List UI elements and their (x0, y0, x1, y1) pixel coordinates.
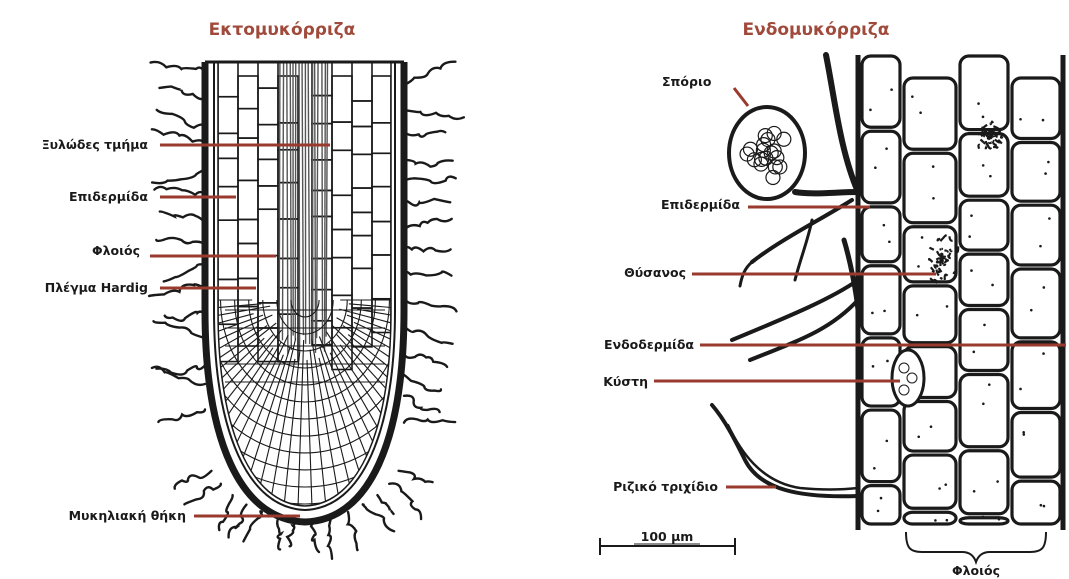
cortex-bracket: Φλοιός (906, 532, 1046, 578)
cortex-cell-grid (862, 56, 1060, 524)
label-spore: Σπόριο (662, 74, 712, 89)
label-epidermis-ecto: Επιδερμίδα (69, 189, 148, 204)
label-epidermis-endo: Επιδερμίδα (661, 197, 740, 212)
scale-bar: 100 μm (600, 529, 735, 555)
leader-spore (734, 88, 748, 106)
label-hartig-net: Πλέγμα Hardig (45, 280, 148, 295)
label-arbuscule: Θύσανος (624, 265, 686, 280)
label-xylem: Ξυλώδες τμήμα (42, 137, 149, 152)
label-vesicle: Κύστη (603, 374, 648, 389)
endomycorrhiza-illustration (712, 55, 1063, 530)
vesicle (892, 350, 924, 406)
ectomycorrhiza-title: Εκτομυκόρριζα (209, 20, 356, 40)
label-mycelial-sheath: Μυκηλιακή θήκη (69, 508, 186, 523)
scale-bar-label: 100 μm (641, 529, 694, 544)
ectomycorrhiza-root-illustration (111, 62, 498, 559)
label-endodermis: Ενδοδερμίδα (604, 337, 694, 352)
endomycorrhiza-title: Ενδομυκόρριζα (743, 20, 890, 40)
spore (729, 107, 805, 199)
label-cortex-ecto: Φλοιός (92, 243, 140, 258)
root-body (218, 62, 391, 506)
label-cortex-bracket: Φλοιός (952, 563, 1000, 578)
label-root-hair: Ριζικό τριχίδιο (613, 479, 718, 494)
